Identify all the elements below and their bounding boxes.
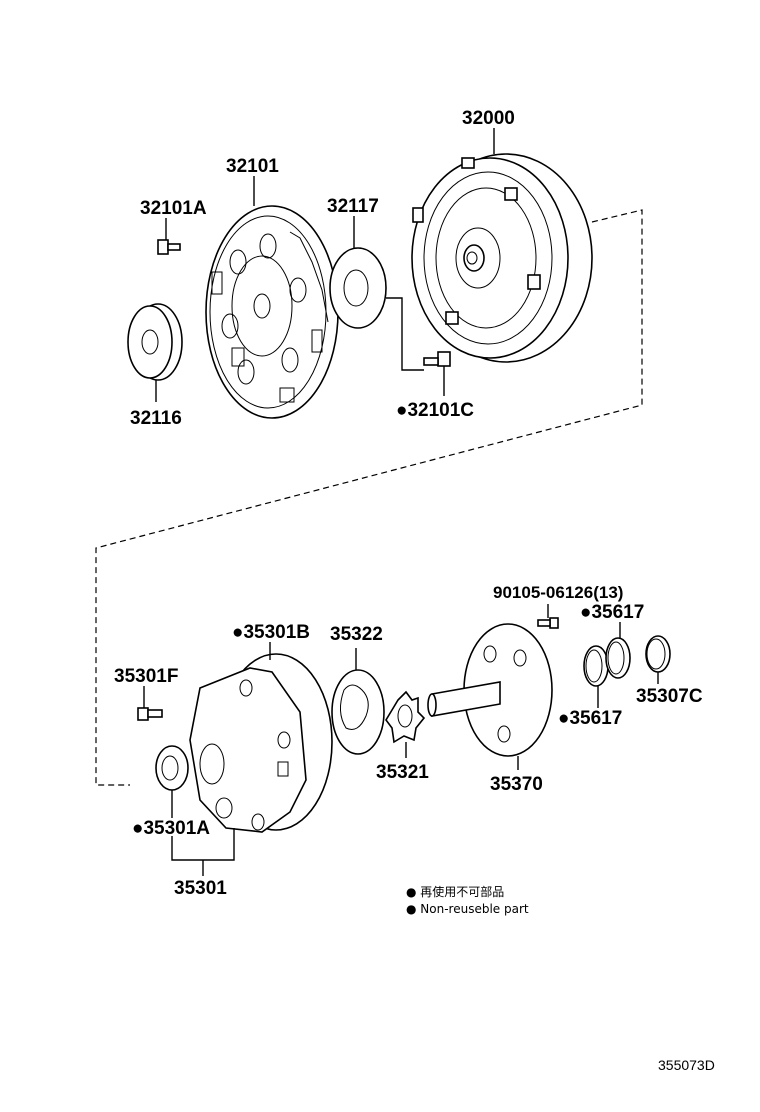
label-35617-mid: ●35617 <box>558 708 622 729</box>
bolt-90105 <box>537 617 559 629</box>
spacer-32116 <box>127 303 183 381</box>
oil-pump-body <box>189 653 333 833</box>
driven-gear <box>331 669 385 755</box>
label-32116: 32116 <box>130 408 182 429</box>
label-32101a: 32101A <box>140 198 207 219</box>
label-35617-top: ●35617 <box>580 602 644 623</box>
legend: ● 再使用不可部品 ● Non-reuseble part <box>406 884 529 916</box>
label-35301b: ●35301B <box>232 622 310 643</box>
drive-plate <box>205 205 339 419</box>
label-90105: 90105-06126(13) <box>493 583 623 602</box>
label-32000: 32000 <box>462 108 515 129</box>
leader-lines <box>143 128 659 876</box>
snap-ring <box>645 635 671 673</box>
spacer-32117 <box>329 247 387 329</box>
label-35370: 35370 <box>490 774 543 795</box>
label-32101c: ●32101C <box>396 400 474 421</box>
diagram-reference-number: 355073D <box>658 1057 715 1073</box>
seal-ring-35617-a <box>583 645 609 687</box>
label-35321: 35321 <box>376 762 429 783</box>
legend-line-japanese: ● 再使用不可部品 <box>406 884 504 899</box>
label-35301f: 35301F <box>114 666 178 687</box>
label-35301: 35301 <box>174 878 227 899</box>
stator-shaft <box>427 623 553 757</box>
drive-gear <box>385 690 426 744</box>
label-35307c: 35307C <box>636 686 703 707</box>
label-32117: 32117 <box>327 196 379 217</box>
bolt-32101c <box>423 351 451 367</box>
bolt-35301f <box>137 707 163 721</box>
assembly-boundary-lines <box>95 209 643 786</box>
part-labels: 32000 32101 32101A 32117 32116 ●32101C 9… <box>114 108 703 899</box>
label-32101: 32101 <box>226 156 279 177</box>
oil-seal <box>155 745 189 791</box>
label-35301a: ●35301A <box>132 818 210 839</box>
legend-line-english: ● Non-reuseble part <box>406 902 529 916</box>
label-35322: 35322 <box>330 624 383 645</box>
torque-converter <box>411 153 593 363</box>
seal-ring-35617-b <box>605 637 631 679</box>
bolt-32101a <box>157 239 181 255</box>
